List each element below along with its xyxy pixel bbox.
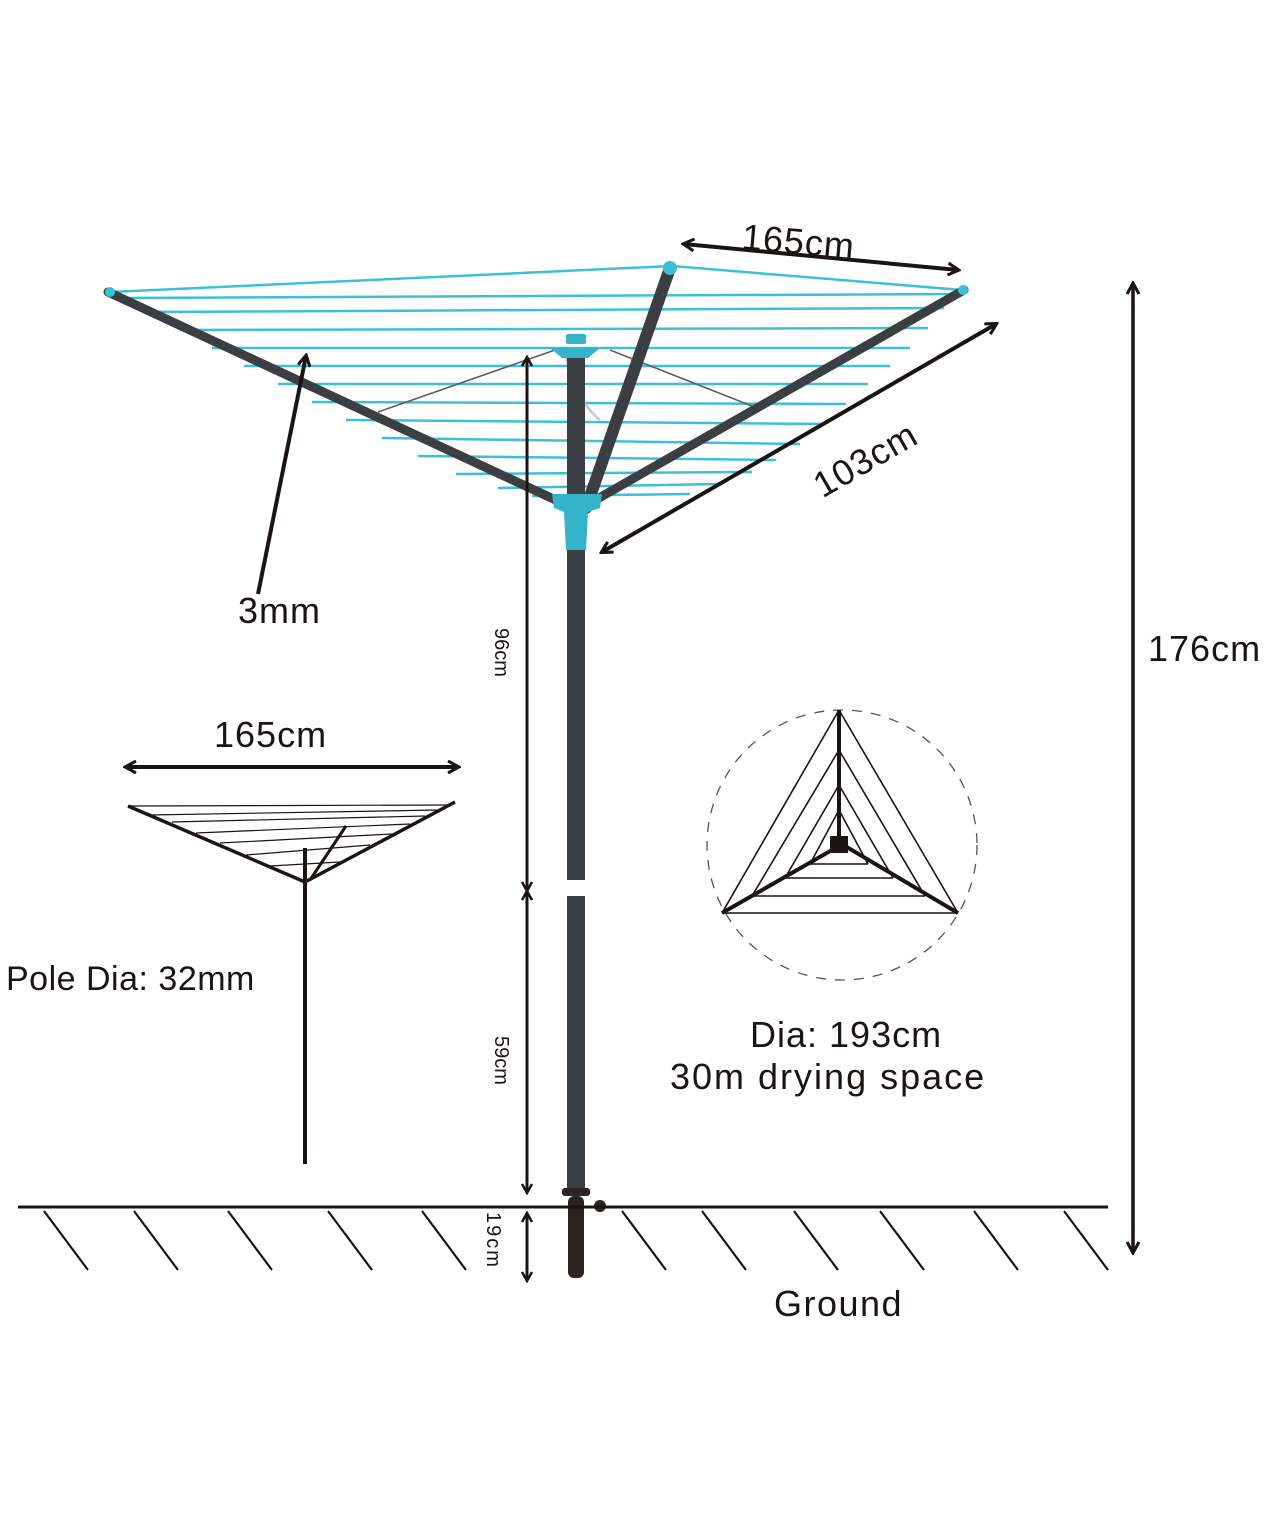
main-pole xyxy=(562,350,606,1278)
top-view-inset xyxy=(706,709,978,981)
arm-tip-cap xyxy=(105,287,115,297)
top-width-arrow xyxy=(684,244,958,270)
lower-pole-label: 59cm xyxy=(490,1036,512,1085)
mini-width-label: 165cm xyxy=(214,714,328,755)
drying-space-label: 30m drying space xyxy=(670,1056,987,1097)
arm-tip-cap xyxy=(663,261,677,275)
top-hub xyxy=(550,334,600,358)
dimension-arrows xyxy=(126,244,1133,1280)
ground-label: Ground xyxy=(774,1283,904,1324)
upper-pole-label: 96cm xyxy=(490,628,512,677)
arm-length-arrow xyxy=(602,324,996,552)
pole-diameter-label: Pole Dia: 32mm xyxy=(6,960,255,998)
line-thickness-label: 3mm xyxy=(238,590,321,631)
bottom-hub xyxy=(552,494,602,550)
arm-tip-cap xyxy=(958,285,968,295)
ground-spike-label: 19cm xyxy=(482,1212,504,1269)
total-height-label: 176cm xyxy=(1148,628,1262,669)
mini-side-view xyxy=(127,800,456,1164)
line-thickness-arrow xyxy=(256,356,306,595)
diameter-label: Dia: 193cm xyxy=(750,1014,943,1055)
ground-hatch-icon xyxy=(18,1205,1109,1271)
